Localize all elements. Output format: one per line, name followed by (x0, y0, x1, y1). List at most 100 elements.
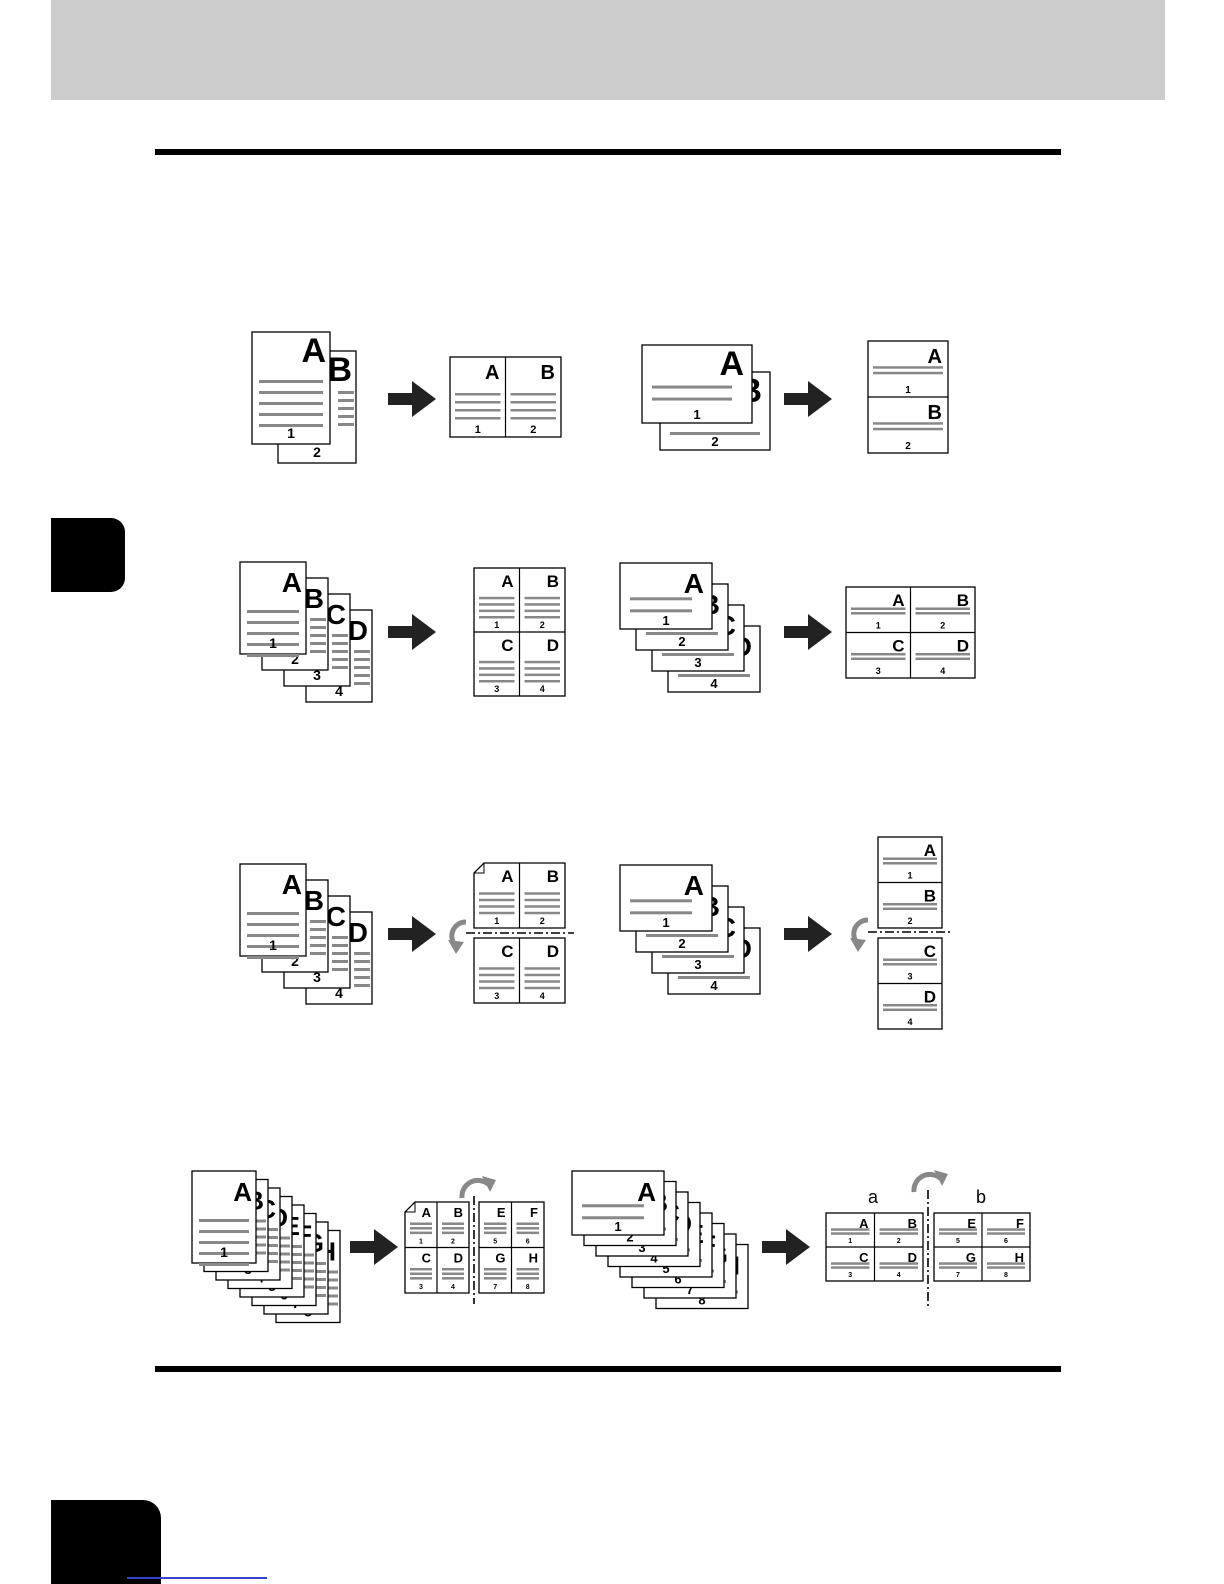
text-line (455, 417, 501, 420)
originals-4in1-landscape: D4C3B2A1 (620, 563, 760, 692)
text-line (511, 409, 557, 412)
text-line (332, 658, 348, 661)
cell-number: 2 (451, 1239, 455, 1246)
text-line (247, 923, 299, 926)
cell-letter: D (924, 988, 936, 1007)
cell-number: 1 (848, 1238, 852, 1245)
text-line (916, 653, 971, 656)
text-line (310, 936, 326, 939)
text-line (484, 1273, 507, 1276)
cell-number: 3 (494, 684, 499, 694)
page-number: 3 (694, 957, 701, 972)
cell-number: 1 (419, 1239, 423, 1246)
text-line (442, 1232, 464, 1235)
text-line (310, 952, 326, 955)
text-line (199, 1219, 249, 1222)
cell-letter: A (501, 867, 513, 886)
page-number: 1 (269, 937, 277, 953)
text-line (630, 911, 692, 914)
text-line (873, 422, 943, 425)
originals-2sided-2in1-landscape: D4C3B2A1 (620, 865, 760, 994)
text-line (354, 984, 370, 987)
right-arrow-icon (388, 916, 436, 952)
text-line (525, 974, 561, 977)
cell-letter: B (928, 402, 942, 424)
text-line (883, 857, 937, 860)
cell-letter: C (501, 942, 513, 961)
result-4in1-portrait: A1B2C3D4 (474, 568, 565, 696)
page-letter: C (326, 599, 346, 630)
text-line (525, 892, 561, 895)
rotate-icon (850, 920, 868, 952)
text-line (442, 1273, 464, 1276)
text-line (916, 612, 971, 615)
cell-letter: D (547, 942, 559, 961)
page-number: 4 (710, 676, 718, 691)
page-number: 2 (313, 444, 321, 460)
cell-letter: G (495, 1251, 505, 1266)
page-number: 4 (710, 978, 718, 993)
cell-letter: A (892, 591, 904, 610)
text-line (479, 610, 515, 613)
cell-letter: B (924, 887, 936, 906)
cell-number: 5 (493, 1239, 497, 1246)
right-arrow-icon (388, 381, 436, 417)
cell-letter: D (547, 636, 559, 655)
text-line (479, 680, 515, 683)
originals-2in1-portrait: B2A1 (252, 332, 356, 463)
cell-letter: A (485, 362, 499, 384)
cell-number: 2 (907, 916, 912, 926)
page-letter: A (719, 345, 744, 383)
originals-2in1-landscape: B2A1 (642, 345, 770, 450)
cell-letter: A (924, 841, 936, 860)
text-line (987, 1232, 1025, 1235)
text-line (354, 952, 370, 955)
text-line (259, 402, 323, 405)
text-line (525, 610, 561, 613)
cell-number: 1 (907, 871, 912, 881)
text-line (939, 1228, 977, 1231)
cell-number: 2 (940, 621, 945, 631)
cell-letter: C (501, 636, 513, 655)
text-line (517, 1222, 540, 1225)
text-line (582, 1204, 644, 1207)
result-4in1-landscape: A1B2C3D4 (846, 587, 975, 678)
text-line (479, 905, 515, 908)
text-line (310, 920, 326, 923)
text-line (332, 944, 348, 947)
text-line (199, 1263, 249, 1266)
text-line (199, 1230, 249, 1233)
text-line (338, 391, 354, 394)
text-line (455, 401, 501, 404)
text-line (883, 862, 937, 865)
text-line (883, 963, 937, 966)
page-number: 1 (220, 1244, 228, 1260)
page-number: 2 (711, 434, 718, 449)
text-line (525, 680, 561, 683)
cell-letter: C (924, 942, 936, 961)
text-line (479, 967, 515, 970)
page-letter: A (301, 332, 326, 370)
cell-number: 8 (526, 1284, 530, 1291)
rotate-icon (462, 1176, 496, 1198)
cell-number: 4 (540, 684, 545, 694)
cell-letter: C (422, 1251, 432, 1266)
text-line (873, 372, 943, 375)
text-line (354, 976, 370, 979)
text-line (332, 642, 348, 645)
originals-2sided-4in1-landscape: H8G7F6E5D4C3B2A1 (572, 1171, 748, 1309)
text-line (851, 653, 906, 656)
page-letter: D (348, 917, 368, 948)
text-line (442, 1227, 464, 1230)
text-line (410, 1227, 432, 1230)
text-line (410, 1268, 432, 1271)
text-line (332, 936, 348, 939)
text-line (479, 603, 515, 606)
page-number: 1 (269, 635, 277, 651)
text-line (332, 634, 348, 637)
text-line (247, 621, 299, 624)
text-line (332, 650, 348, 653)
